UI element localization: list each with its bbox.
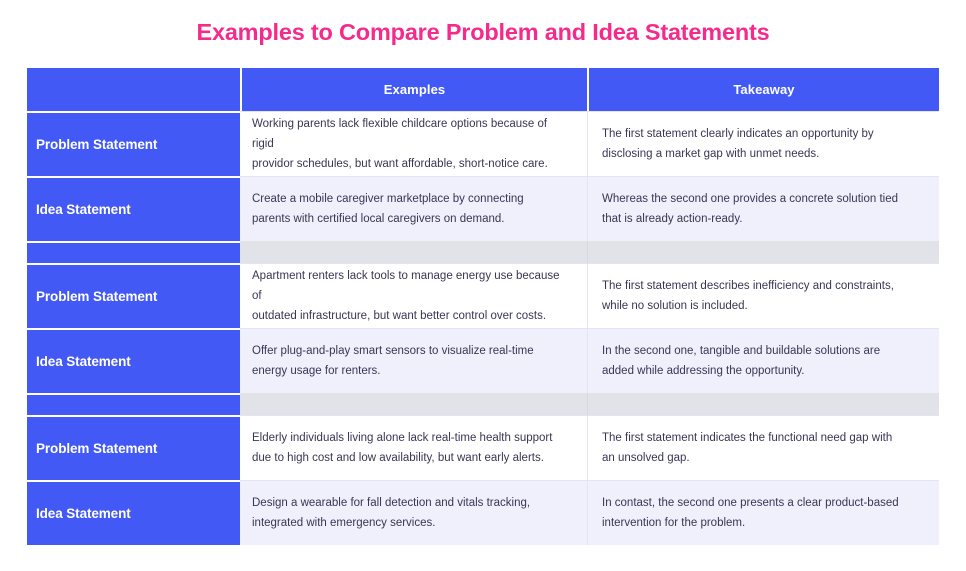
text-line: Create a mobile caregiver marketplace by… — [252, 192, 524, 205]
row-takeaway-text: The first statement describes inefficien… — [587, 263, 939, 328]
text-line: In the second one, tangible and buildabl… — [602, 344, 881, 357]
header-cell-blank — [27, 68, 240, 111]
text-line: energy usage for renters. — [252, 365, 381, 377]
text-line: The first statement describes inefficien… — [602, 279, 894, 292]
page-title: Examples to Compare Problem and Idea Sta… — [196, 19, 770, 45]
row-examples-text: Offer plug-and-play smart sensors to vis… — [240, 328, 587, 393]
text-line: Whereas the second one provides a concre… — [602, 192, 898, 205]
row-label-idea-statement: Idea Statement — [27, 480, 240, 545]
row-takeaway-text: The first statement indicates the functi… — [587, 415, 939, 480]
table-row: Idea Statement Create a mobile caregiver… — [27, 176, 939, 241]
text-line: The first statement clearly indicates an… — [602, 127, 874, 140]
group-separator-row — [27, 241, 939, 263]
text-line: intervention for the problem. — [602, 517, 746, 529]
row-label-idea-statement: Idea Statement — [27, 328, 240, 393]
text-line: Apartment renters lack tools to manage e… — [252, 269, 560, 302]
group-separator-row — [27, 393, 939, 415]
separator-examples-cell — [240, 393, 587, 415]
text-line: The first statement indicates the functi… — [602, 431, 893, 444]
separator-label-cell — [27, 393, 240, 415]
text-line: In contast, the second one presents a cl… — [602, 496, 899, 509]
row-label-idea-statement: Idea Statement — [27, 176, 240, 241]
text-line: that is already action-ready. — [602, 213, 743, 225]
header-cell-takeaway: Takeaway — [587, 68, 939, 111]
table-row: Idea Statement Offer plug-and-play smart… — [27, 328, 939, 393]
separator-takeaway-cell — [587, 241, 939, 263]
row-label-problem-statement: Problem Statement — [27, 415, 240, 480]
text-line: Design a wearable for fall detection and… — [252, 496, 531, 509]
row-examples-text: Elderly individuals living alone lack re… — [240, 415, 587, 480]
text-line: integrated with emergency services. — [252, 517, 436, 529]
row-takeaway-text: In contast, the second one presents a cl… — [587, 480, 939, 545]
text-line: Offer plug-and-play smart sensors to vis… — [252, 344, 534, 357]
separator-examples-cell — [240, 241, 587, 263]
comparison-table: Examples Takeaway Problem Statement Work… — [27, 68, 939, 545]
text-line: added while addressing the opportunity. — [602, 365, 805, 377]
text-line: due to high cost and low availability, b… — [252, 452, 544, 464]
row-examples-text: Apartment renters lack tools to manage e… — [240, 263, 587, 328]
separator-takeaway-cell — [587, 393, 939, 415]
row-takeaway-text: In the second one, tangible and buildabl… — [587, 328, 939, 393]
text-line: outdated infrastructure, but want better… — [252, 310, 547, 323]
row-label-problem-statement: Problem Statement — [27, 111, 240, 176]
header-cell-examples: Examples — [240, 68, 587, 111]
row-examples-text: Working parents lack flexible childcare … — [240, 111, 587, 176]
text-line: Elderly individuals living alone lack re… — [252, 431, 553, 444]
text-line: an unsolved gap. — [602, 452, 690, 464]
text-line: disclosing a market gap with unmet needs… — [602, 148, 820, 160]
row-takeaway-text: The first statement clearly indicates an… — [587, 111, 939, 176]
row-examples-text: Create a mobile caregiver marketplace by… — [240, 176, 587, 241]
row-label-problem-statement: Problem Statement — [27, 263, 240, 328]
text-line: providor schedules, but want affordable,… — [252, 158, 548, 171]
table-row: Problem Statement Working parents lack f… — [27, 111, 939, 176]
table-row: Idea Statement Design a wearable for fal… — [27, 480, 939, 545]
table-header-row: Examples Takeaway — [27, 68, 939, 111]
text-line: while no solution is included. — [602, 300, 748, 312]
table-row: Problem Statement Elderly individuals li… — [27, 415, 939, 480]
text-line: parents with certified local caregivers … — [252, 213, 505, 225]
table-row: Problem Statement Apartment renters lack… — [27, 263, 939, 328]
separator-label-cell — [27, 241, 240, 263]
row-examples-text: Design a wearable for fall detection and… — [240, 480, 587, 545]
text-line: Working parents lack flexible childcare … — [252, 117, 548, 150]
row-takeaway-text: Whereas the second one provides a concre… — [587, 176, 939, 241]
